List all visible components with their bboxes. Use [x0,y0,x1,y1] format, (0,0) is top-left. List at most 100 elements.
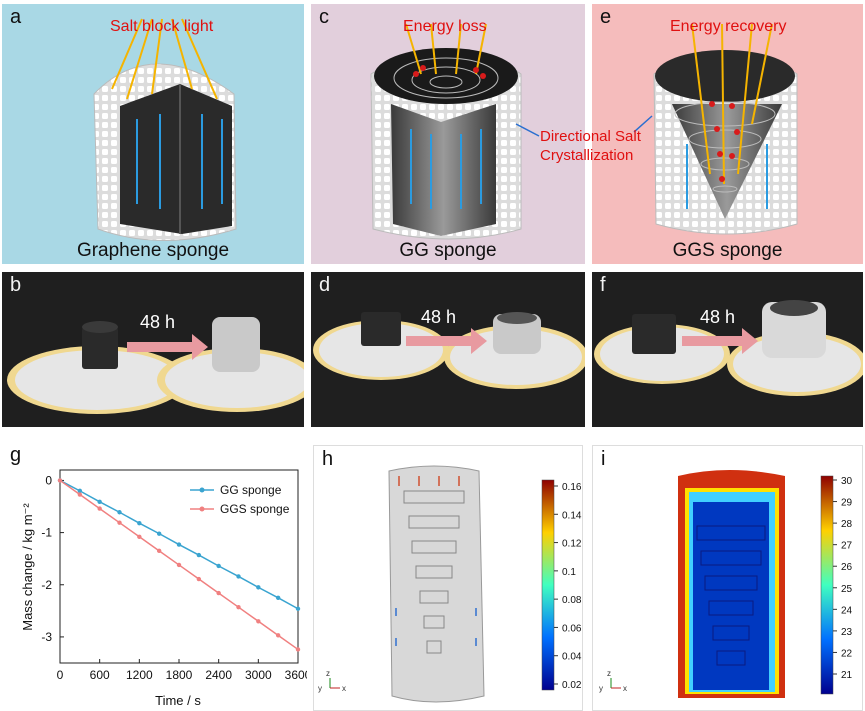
colorbar [820,475,834,695]
colorbar-tick-label: 23 [841,627,853,638]
time-label-d: 48 h [421,307,457,327]
legend-label: GGS sponge [220,502,290,516]
colorbar-tick-label: 0.14 [562,510,582,521]
data-point [117,510,122,515]
caption-ggs-sponge: GGS sponge [672,240,783,261]
data-point [156,548,162,554]
panel-label-f: f [600,274,606,296]
data-point [176,562,182,568]
colorbar-tick-label: 22 [841,648,853,659]
colorbar-tick-label: 0.02 [562,680,582,691]
panel-label-b: b [10,274,22,296]
panel-label-c: c [319,6,329,28]
data-point [256,619,261,624]
photo-f [594,300,863,396]
data-point [236,604,241,610]
panel-label-e: e [600,6,612,28]
data-point [117,520,122,525]
colorbar-tick-label: 29 [841,498,853,509]
colorbar-tick-label: 21 [841,670,853,681]
colorbar-tick-label: 28 [841,519,853,530]
legend-marker [199,487,205,493]
svg-text:y: y [599,684,603,693]
data-point [275,595,281,600]
panel-d-photo: d 48 h [311,272,585,427]
data-point [77,492,83,497]
colorbar-tick-label: 0.06 [562,623,582,634]
gg-sponge-illustration [370,23,540,240]
panel-label-d: d [319,274,331,296]
colorbar-tick-label: 0.08 [562,595,582,606]
svg-text:x: x [342,684,346,693]
y-tick-label: -1 [41,526,52,540]
colorbar-tick-label: 27 [841,541,853,552]
photo-d [313,312,585,389]
y-tick-label: -2 [41,578,52,592]
y-tick-label: 0 [45,473,52,487]
time-label-b: 48 h [140,312,176,332]
light-arrows [111,18,218,100]
data-point [295,606,301,611]
colorbar-tick-label: 24 [841,605,853,616]
x-tick-label: 3000 [245,668,272,682]
panel-i-temperature: i 30 29 28 27 26 25 24 23 22 21 z y x [592,445,863,711]
axis-triad-i: z y x [599,669,627,693]
data-point [216,563,221,569]
colorbar-tick-label: 0.04 [562,652,582,663]
temperature-field: 30 29 28 27 26 25 24 23 22 21 z y x [599,470,853,698]
data-point [97,499,102,505]
data-point [196,576,202,582]
data-point [236,574,241,579]
x-tick-label: 2400 [205,668,232,682]
colorbar-tick-label: 0.16 [562,482,582,493]
panel-a: a Salt block light Graphene sponge [2,4,304,264]
mass-change-chart: 0600120018002400300036000-1-2-3 GG spong… [20,469,307,708]
colorbar-tick-label: 0.12 [562,539,582,550]
data-point [77,488,83,494]
svg-text:x: x [623,684,627,693]
caption-graphene-sponge: Graphene sponge [76,240,230,261]
y-tick-label: -3 [41,630,52,644]
ggs-sponge-illustration [633,23,798,235]
data-point [176,542,182,547]
panel-f-photo: f 48 h [592,272,863,427]
panel-e: e Energy recovery GGS sponge [592,4,863,264]
directional-salt-annotation-line1: Directional Salt [540,128,641,145]
data-point [57,478,63,483]
water-transport-arrows [136,114,223,209]
colorbar-tick-label: 0.1 [562,567,576,578]
data-point [256,585,261,590]
x-tick-label: 600 [90,668,110,682]
colorbar-tick-label: 25 [841,584,853,595]
photo-b [7,317,304,414]
data-point [196,552,202,558]
panel-label-i: i [601,448,606,470]
svg-text:z: z [607,669,611,678]
salt-block-light-annotation: Salt block light [110,18,214,35]
data-point [137,534,142,539]
caption-gg-sponge: GG sponge [399,240,497,261]
panel-label-h: h [322,448,334,470]
panel-b-photo: b 48 h [2,272,304,427]
energy-loss-annotation: Energy loss [403,18,487,35]
legend-label: GG sponge [220,483,282,497]
graphene-sponge-illustration [93,18,237,241]
energy-recovery-annotation: Energy recovery [670,18,787,35]
panel-label-a: a [10,6,22,28]
svg-text:y: y [318,684,322,693]
colorbar [541,479,555,691]
legend-marker [199,506,205,512]
svg-text:z: z [326,669,330,678]
data-point [216,590,221,596]
colorbar-tick-label: 30 [841,476,853,487]
flow-velocity-field: 0.16 0.14 0.12 0.1 0.08 0.06 0.04 0.02 z y x [318,465,582,703]
x-tick-label: 1200 [126,668,153,682]
x-axis-label: Time / s [155,693,201,708]
data-point [137,521,142,526]
data-point [275,633,281,638]
panel-label-g: g [10,444,22,466]
axis-triad-h: z y x [318,669,346,693]
colorbar-tick-label: 26 [841,562,853,573]
